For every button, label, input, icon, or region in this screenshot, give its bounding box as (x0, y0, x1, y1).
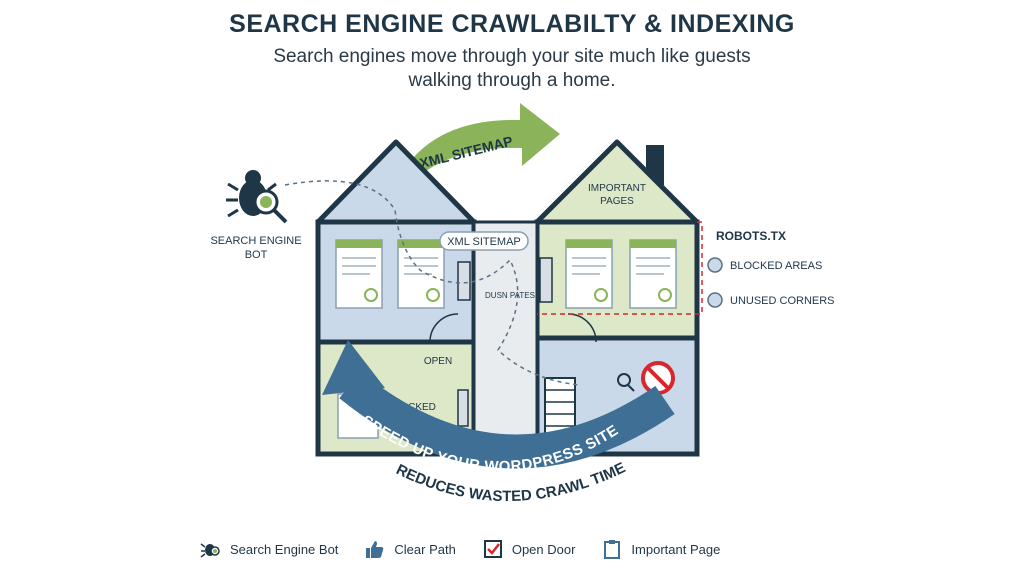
open-label: OPEN (424, 356, 452, 367)
page-subtitle: Search engines move through your site mu… (273, 46, 751, 91)
door (457, 389, 469, 427)
door (457, 261, 471, 301)
hallway-label: DUSN PATES (485, 291, 535, 300)
hallway (472, 220, 576, 456)
bot-label: BOT (245, 249, 268, 261)
robots-item-label: BLOCKED AREAS (730, 260, 822, 272)
page-card (629, 239, 677, 309)
robots-item: UNUSED CORNERS (707, 292, 835, 308)
crawl-path (284, 180, 581, 386)
sitemap-arrow: XML SITEMAP (405, 103, 560, 175)
search-icon (617, 373, 635, 392)
thumbs-up-icon (366, 541, 384, 558)
sitemap-tag (439, 231, 529, 251)
page-card (335, 239, 383, 309)
clipboard-icon (604, 540, 621, 559)
page-card (565, 239, 613, 309)
important-pages-label: PAGES (600, 196, 634, 207)
checkbox-icon (483, 540, 502, 558)
legend-item: Important Page (601, 538, 720, 560)
legend: Search Engine Bot Clear Path Open Door I… (200, 536, 820, 562)
robots-item-label: UNUSED CORNERS (730, 295, 835, 307)
legend-item: Clear Path (364, 538, 456, 560)
legend-label: Important Page (631, 541, 721, 557)
robots-item: BLOCKED AREAS (707, 257, 822, 273)
door (539, 257, 553, 303)
important-pages-label: IMPORTANT (588, 183, 646, 194)
bug-icon (200, 543, 220, 558)
legend-item: Search Engine Bot (200, 538, 338, 560)
robots-boundary (537, 221, 703, 315)
bug-icon (226, 170, 288, 224)
no-entry-icon (641, 361, 675, 395)
robots-title: ROBOTS.TX (716, 229, 786, 243)
door-swing (429, 313, 459, 343)
bot-label: SEARCH ENGINE (210, 235, 301, 247)
legend-label: Clear Path (394, 541, 456, 557)
sitemap-tag-label: XML SITEMAP (447, 236, 521, 248)
legend-label: Search Engine Bot (230, 541, 339, 557)
legend-item: Open Door (482, 538, 576, 560)
legend-label: Open Door (511, 541, 576, 557)
page-card (397, 239, 445, 309)
page-title: SEARCH ENGINE CRAWLABILTY & INDEXING (229, 10, 795, 38)
